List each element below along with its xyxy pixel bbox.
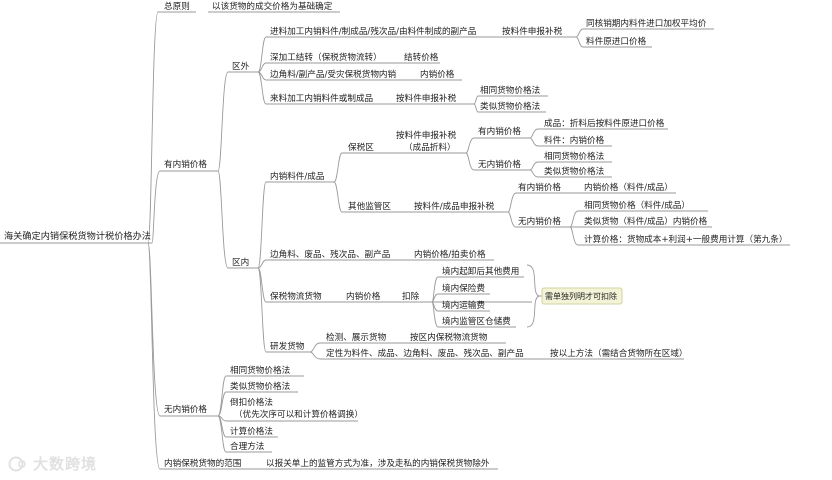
declare-mat-or-fin-node: 按料件/成品申报补税 xyxy=(414,200,495,212)
logistics-node: 保税物流货物 xyxy=(270,290,322,302)
without-item-deductive-line1: 倒扣价格法 xyxy=(230,396,273,408)
same-method-node: 按以上方法（需结合货物所在区域） xyxy=(550,347,688,359)
outside-scraps-node: 边角料/副产品/受灾保税货物内销 xyxy=(270,68,397,80)
inside-zone-node: 区内 xyxy=(232,256,249,268)
fee-transport-node: 境内运输费 xyxy=(442,299,485,311)
rnd-node: 研发货物 xyxy=(270,340,305,352)
no-domestic-2-node: 无内销价格 xyxy=(518,215,561,227)
without-item-deductive-line2: （优先次序可以和计算价格调换） xyxy=(234,408,363,420)
incoming-processing-node: 来料加工内销料件或制成品 xyxy=(270,92,373,104)
watermark-text: 大数跨境 xyxy=(33,455,98,473)
finished-conversion-node: 成品：折料后按料件原进口价格 xyxy=(544,117,665,129)
root-node: 海关确定内销保税货物计税价格办法 xyxy=(4,230,151,242)
without-item-computed: 计算价格法 xyxy=(230,425,273,437)
fee-unloading-node: 境内起卸后其他费用 xyxy=(442,265,519,277)
watermark-logo-icon xyxy=(8,456,26,472)
has-domestic-2-node: 有内销价格 xyxy=(518,181,561,193)
outside-similar-method-node: 类似货物价格法 xyxy=(480,100,541,112)
with-price-node: 有内销价格 xyxy=(164,158,207,170)
computed-price-node: 计算价格：货物成本+利润+一般费用计算（第九条） xyxy=(584,233,787,245)
inside-similar-method-node: 类似货物价格法 xyxy=(544,165,605,177)
processing-materials-node: 进料加工内销料件/制成品/残次品/由料件制成的副产品 xyxy=(270,25,476,37)
general-principle-text: 以该货物的成交价格为基础确定 xyxy=(212,0,333,12)
similar-mf-node: 类似货物（料件/成品）内销价格 xyxy=(584,215,708,227)
inside-identical-method-node: 相同货物价格法 xyxy=(544,150,605,162)
auction-price-node: 内销价格/拍卖价格 xyxy=(414,248,486,260)
declare-finished-node-line2: （成品折料） xyxy=(404,141,456,153)
logistics-domestic-price-node: 内销价格 xyxy=(346,290,381,302)
identical-mf-node: 相同货物价格（料件/成品） xyxy=(584,199,690,211)
without-item-similar: 类似货物价格法 xyxy=(230,380,291,392)
scope-node: 内销保税货物的范围 xyxy=(164,457,241,469)
connector-lines xyxy=(0,11,790,470)
has-domestic-node: 有内销价格 xyxy=(478,125,521,137)
outside-identical-method-node: 相同货物价格法 xyxy=(480,84,541,96)
deduct-node: 扣除 xyxy=(402,290,420,302)
outside-zone-node: 区外 xyxy=(232,60,250,72)
fee-insurance-node: 境内保险费 xyxy=(442,282,485,294)
declare-materials-node: 按料件申报补税 xyxy=(502,25,563,37)
scope-text: 以报关单上的监管方式为准，涉及走私的内销保税货物除外 xyxy=(266,457,490,469)
original-import-price-node: 料件原进口价格 xyxy=(586,35,647,47)
outside-domestic-price-node: 内销价格 xyxy=(420,68,455,80)
zone-logistics-rule-node: 按区内保税物流货物 xyxy=(410,331,488,343)
same-period-avg-node: 同核销期内料件进口加权平均价 xyxy=(586,17,707,29)
other-zone-node: 其他监管区 xyxy=(348,200,391,212)
declare-finished-node-line1: 按料件申报补税 xyxy=(396,129,457,141)
inspection-node: 检测、展示货物 xyxy=(326,331,387,343)
no-domestic-node: 无内销价格 xyxy=(478,158,521,170)
declare-tax-node: 按料件申报补税 xyxy=(396,92,457,104)
without-item-reasonable: 合理方法 xyxy=(230,440,265,452)
deep-processing-node: 深加工结转（保税货物流转） xyxy=(270,51,382,63)
without-item-identical: 相同货物价格法 xyxy=(230,364,291,376)
callout-text: 需单独列明才可扣除 xyxy=(545,291,617,301)
callout-box xyxy=(541,287,623,305)
qualified-node: 定性为料件、成品、边角料、废品、残次品、副产品 xyxy=(326,347,524,359)
materials-products-node: 内销料件/成品 xyxy=(270,170,324,182)
without-price-node: 无内销价格 xyxy=(164,403,207,415)
watermark: 大数跨境 xyxy=(8,453,97,474)
domestic-price-mf-node: 内销价格（料件/成品） xyxy=(584,181,673,193)
inside-scraps-node: 边角料、废品、残次品、副产品 xyxy=(270,248,390,260)
fee-storage-node: 境内监管区仓储费 xyxy=(442,315,511,327)
materials-price-node: 料件：内销价格 xyxy=(544,134,605,146)
bonded-zone-node: 保税区 xyxy=(348,141,374,153)
carry-over-price-node: 结转价格 xyxy=(404,51,439,63)
general-principle-node: 总原则 xyxy=(164,0,190,12)
